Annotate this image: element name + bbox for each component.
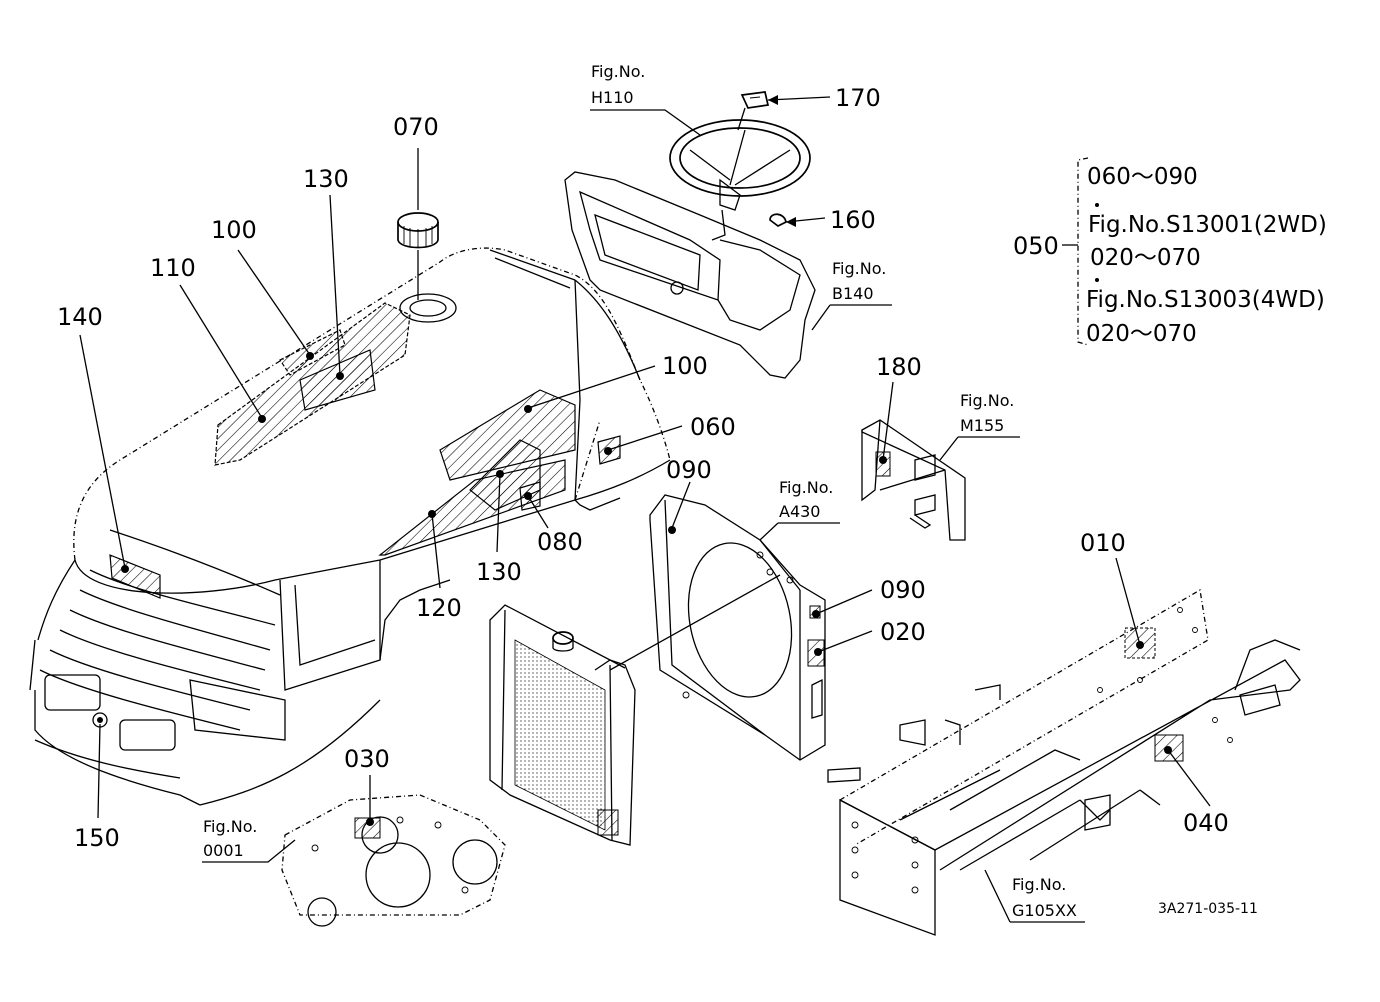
fig-ref-0001-code: 0001 [203,841,244,860]
fig-ref-b140[interactable]: Fig.No. B140 [832,259,886,303]
fig-ref-h110-label: Fig.No. [591,62,645,81]
diagram-code: 3A271-035-11 [1158,901,1258,917]
bracket-050-line4: Fig.No.S13003(4WD) [1086,287,1325,313]
fig-ref-m155[interactable]: Fig.No. M155 [960,391,1014,435]
decal-140 [109,554,161,599]
fig-ref-0001-label: Fig.No. [203,817,257,836]
bracket-050-line1: 060～090 [1087,164,1198,190]
figure-references: Fig.No. H110 Fig.No. B140 Fig.No. M155 F… [203,62,1077,920]
label-130-top[interactable]: 130 [303,165,349,193]
label-020[interactable]: 020 [880,618,926,646]
engine-block-drawing [281,794,506,927]
decal-100-side [439,389,576,481]
fig-ref-a430-label: Fig.No. [779,478,833,497]
fig-ref-a430-code: A430 [779,502,820,521]
leader-lines [79,95,1211,923]
fig-ref-h110[interactable]: Fig.No. H110 [591,62,645,107]
fig-ref-0001[interactable]: Fig.No. 0001 [203,817,257,860]
label-160[interactable]: 160 [830,206,876,234]
label-110[interactable]: 110 [150,254,196,282]
bracket-050-line5: 020～070 [1086,321,1197,347]
label-140[interactable]: 140 [57,303,103,331]
part-labels: 070 130 100 110 140 150 100 060 090 080 … [57,84,1229,852]
label-040[interactable]: 040 [1183,809,1229,837]
fig-ref-g105xx-label: Fig.No. [1012,875,1066,894]
bracket-050-line2: Fig.No.S13001(2WD) [1088,212,1327,238]
label-150[interactable]: 150 [74,824,120,852]
label-130-side[interactable]: 130 [476,558,522,586]
label-090-right[interactable]: 090 [880,576,926,604]
label-080[interactable]: 080 [537,528,583,556]
steering-assembly-drawing [564,91,816,379]
label-030[interactable]: 030 [344,745,390,773]
label-050[interactable]: 050 [1013,232,1059,260]
fan-shroud-drawing [649,494,826,761]
bracket-180-drawing [861,419,966,541]
label-100-top[interactable]: 100 [211,216,257,244]
label-120[interactable]: 120 [416,594,462,622]
label-090-top[interactable]: 090 [666,456,712,484]
fig-ref-m155-label: Fig.No. [960,391,1014,410]
fig-ref-g105xx[interactable]: Fig.No. G105XX [1012,875,1077,920]
bracket-050-note: 060～090 Fig.No.S13001(2WD) 020～070 Fig.N… [1086,164,1327,347]
label-180[interactable]: 180 [876,353,922,381]
fig-ref-h110-code: H110 [591,88,634,107]
fig-ref-m155-code: M155 [960,416,1004,435]
bracket-050-line3: 020～070 [1090,245,1201,271]
fig-ref-b140-code: B140 [832,284,874,303]
label-010[interactable]: 010 [1080,529,1126,557]
label-060[interactable]: 060 [690,413,736,441]
fig-ref-a430[interactable]: Fig.No. A430 [779,478,833,521]
label-170[interactable]: 170 [835,84,881,112]
decal-100-top [279,329,346,376]
fig-ref-b140-label: Fig.No. [832,259,886,278]
label-070[interactable]: 070 [393,113,439,141]
fig-ref-g105xx-code: G105XX [1012,901,1077,920]
label-100-side[interactable]: 100 [662,352,708,380]
hood-decals [109,302,621,599]
radiator-cap-070-drawing [397,212,439,300]
decal-130-top [299,349,376,411]
radiator-drawing [489,604,636,846]
hood-drawing [29,247,671,806]
